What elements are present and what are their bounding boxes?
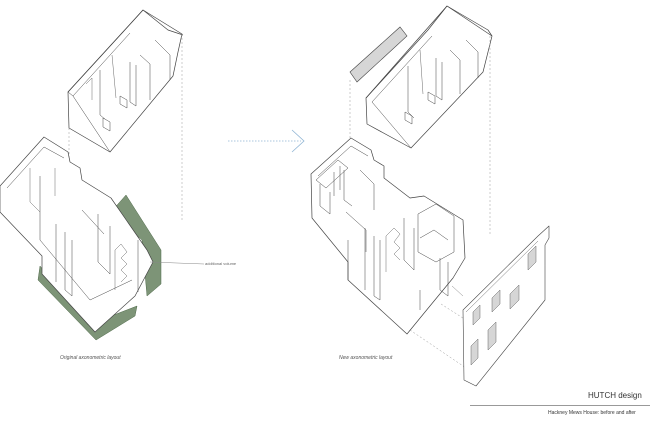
new-roof-panel bbox=[349, 26, 408, 83]
new-projection-lines bbox=[349, 36, 491, 369]
new-layout-caption: New axonometric layout bbox=[339, 355, 393, 361]
right-arrow-icon bbox=[228, 129, 305, 153]
new-stair bbox=[385, 227, 401, 272]
facade-windows bbox=[470, 245, 537, 366]
sheet-subtitle: Hackney Mews House: before and after bbox=[548, 410, 636, 416]
new-facade-elevation bbox=[462, 225, 550, 387]
new-ground-floor bbox=[310, 137, 466, 335]
original-upper-floor bbox=[67, 9, 184, 153]
brand-title: HUTCH design bbox=[588, 391, 642, 400]
annotation-leader bbox=[149, 261, 205, 265]
new-upper-floor bbox=[365, 5, 493, 149]
original-layout-caption: Original axonometric layout bbox=[60, 355, 121, 361]
new-kitchen-units bbox=[315, 159, 367, 252]
original-stair bbox=[114, 243, 128, 290]
original-ground-floor bbox=[0, 136, 154, 333]
new-bathroom bbox=[417, 203, 455, 297]
additional-volume-label: additional volume bbox=[205, 261, 237, 266]
original-projection-lines bbox=[68, 34, 183, 222]
title-divider bbox=[470, 405, 650, 406]
new-annotation-leader bbox=[451, 285, 464, 297]
